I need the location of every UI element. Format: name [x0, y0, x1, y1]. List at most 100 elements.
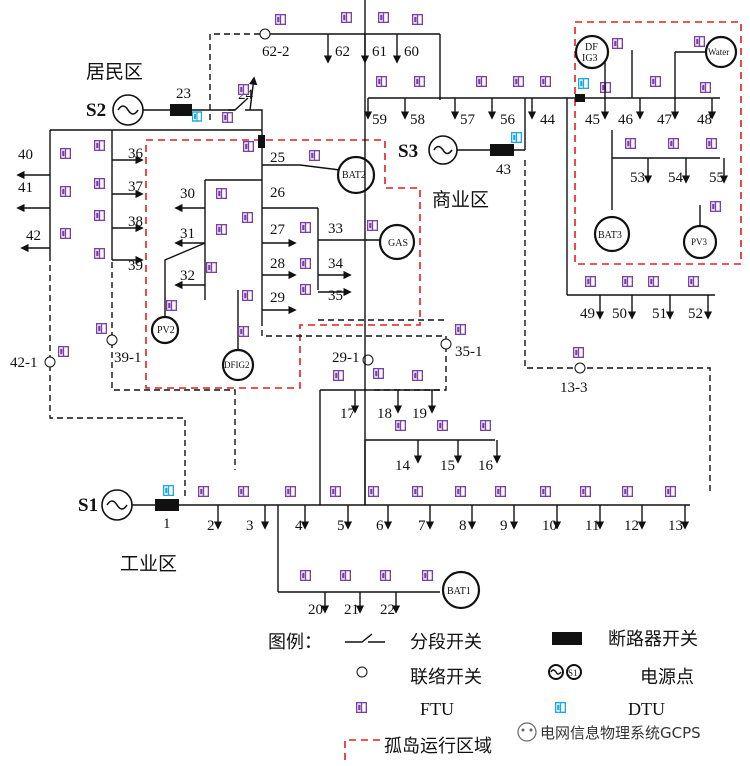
tie-42-1-label: 42-1	[10, 355, 38, 371]
pv2-device	[150, 315, 180, 345]
node-25: 25	[270, 150, 285, 166]
tie-29-1-label: 29-1	[332, 350, 360, 366]
breaker-43[interactable]	[490, 144, 514, 156]
dfig3-label-1: DF	[585, 42, 598, 53]
node-27: 27	[270, 222, 286, 238]
node-54: 54	[668, 170, 684, 186]
node-15: 15	[440, 458, 455, 474]
dfig3-label-2: IG3	[582, 53, 598, 64]
node-50: 50	[612, 306, 627, 322]
island-zone-residential	[145, 139, 421, 389]
dtu-icon	[192, 111, 202, 122]
node-40: 40	[18, 147, 33, 163]
node-61: 61	[372, 44, 387, 60]
s3-label: S3	[398, 141, 418, 162]
node-13: 13	[668, 518, 683, 534]
legend-section-switch-symbol	[345, 633, 385, 643]
node-62: 62	[335, 44, 350, 60]
legend-section-switch: 分段开关	[410, 632, 482, 653]
water-label: Water	[708, 47, 729, 57]
dfig2-label: DFIG2	[224, 360, 250, 370]
node-31: 31	[180, 226, 195, 242]
legend-title: 图例：	[268, 632, 322, 653]
s2-source	[112, 94, 144, 126]
node-59: 59	[372, 112, 387, 128]
node-26: 26	[270, 185, 286, 201]
dfig3-device	[574, 34, 610, 70]
node-5: 5	[337, 518, 345, 534]
node-18: 18	[377, 406, 392, 422]
breaker-23[interactable]	[170, 104, 192, 116]
legend-breaker: 断路器开关	[608, 629, 698, 650]
node-12: 12	[624, 518, 639, 534]
node-23: 23	[176, 86, 191, 102]
tie-62-2-label: 62-2	[262, 44, 290, 60]
node-4: 4	[295, 518, 303, 534]
node-6: 6	[376, 518, 384, 534]
node-41: 41	[18, 180, 33, 196]
node-22: 22	[380, 602, 395, 618]
legend-island-zone: 孤岛运行区域	[384, 736, 492, 757]
node-14: 14	[395, 458, 411, 474]
tie-switch-13-3[interactable]	[574, 362, 586, 374]
legend-dtu-icon	[555, 702, 566, 713]
node-48: 48	[697, 112, 712, 128]
tie-switch-39-1[interactable]	[106, 334, 118, 346]
zone-commercial: 商业区	[432, 189, 489, 211]
pv2-label: PV2	[157, 325, 175, 336]
tie-switch-62-2[interactable]	[259, 28, 271, 40]
node-32: 32	[180, 268, 195, 284]
bat3-device	[593, 215, 631, 253]
node-35: 35	[328, 288, 343, 304]
legend-power-point: 电源点	[640, 667, 694, 688]
node-46: 46	[618, 112, 634, 128]
bat1-device	[441, 570, 481, 610]
node-52: 52	[688, 306, 703, 322]
legend-breaker-symbol	[552, 632, 582, 645]
zone-residential: 居民区	[86, 61, 143, 83]
node-19: 19	[412, 406, 427, 422]
bat3-label: BAT3	[598, 230, 622, 241]
industrial-feeder-loads: 2 3 4 5 6 7 8 9 10 11 12 13	[198, 486, 690, 534]
legend-power-point-symbol: S1	[548, 664, 582, 680]
tie-35-1-label: 35-1	[455, 344, 483, 360]
tie-switch-35-1[interactable]	[440, 338, 452, 350]
node-42: 42	[26, 228, 41, 244]
s1-source	[101, 489, 133, 521]
legend-ftu: FTU	[420, 699, 454, 719]
gas-device	[378, 223, 416, 261]
legend-island-symbol	[344, 739, 380, 760]
pv3-label: PV3	[691, 237, 708, 247]
gas-label: GAS	[388, 238, 408, 249]
legend-dtu: DTU	[628, 699, 665, 719]
breaker-45[interactable]	[575, 94, 585, 102]
node-28: 28	[270, 256, 285, 272]
tie-39-1-label: 39-1	[114, 350, 142, 366]
node-60: 60	[404, 44, 419, 60]
node-53: 53	[630, 170, 645, 186]
pv3-device	[682, 224, 718, 260]
node-3: 3	[246, 518, 254, 534]
tie-switch-42-1[interactable]	[44, 356, 56, 368]
dfig2-device	[221, 348, 255, 382]
node-11: 11	[585, 518, 599, 534]
bat2-label: BAT2	[342, 170, 366, 181]
node-58: 58	[410, 112, 425, 128]
node-43: 43	[496, 162, 511, 178]
node-44: 44	[540, 112, 556, 128]
node-29: 29	[270, 290, 285, 306]
breaker-1[interactable]	[155, 499, 179, 511]
node-34: 34	[328, 256, 344, 272]
legend-tie-switch: 联络开关	[410, 667, 482, 688]
node-7: 7	[418, 518, 426, 534]
zone-industrial: 工业区	[120, 553, 177, 575]
node-17: 17	[340, 406, 356, 422]
node-10: 10	[542, 518, 557, 534]
node-9: 9	[500, 518, 508, 534]
node-30: 30	[180, 186, 195, 202]
node-16: 16	[478, 458, 494, 474]
node-21: 21	[344, 602, 359, 618]
node-47: 47	[657, 112, 673, 128]
tie-13-3-label: 13-3	[560, 380, 588, 396]
